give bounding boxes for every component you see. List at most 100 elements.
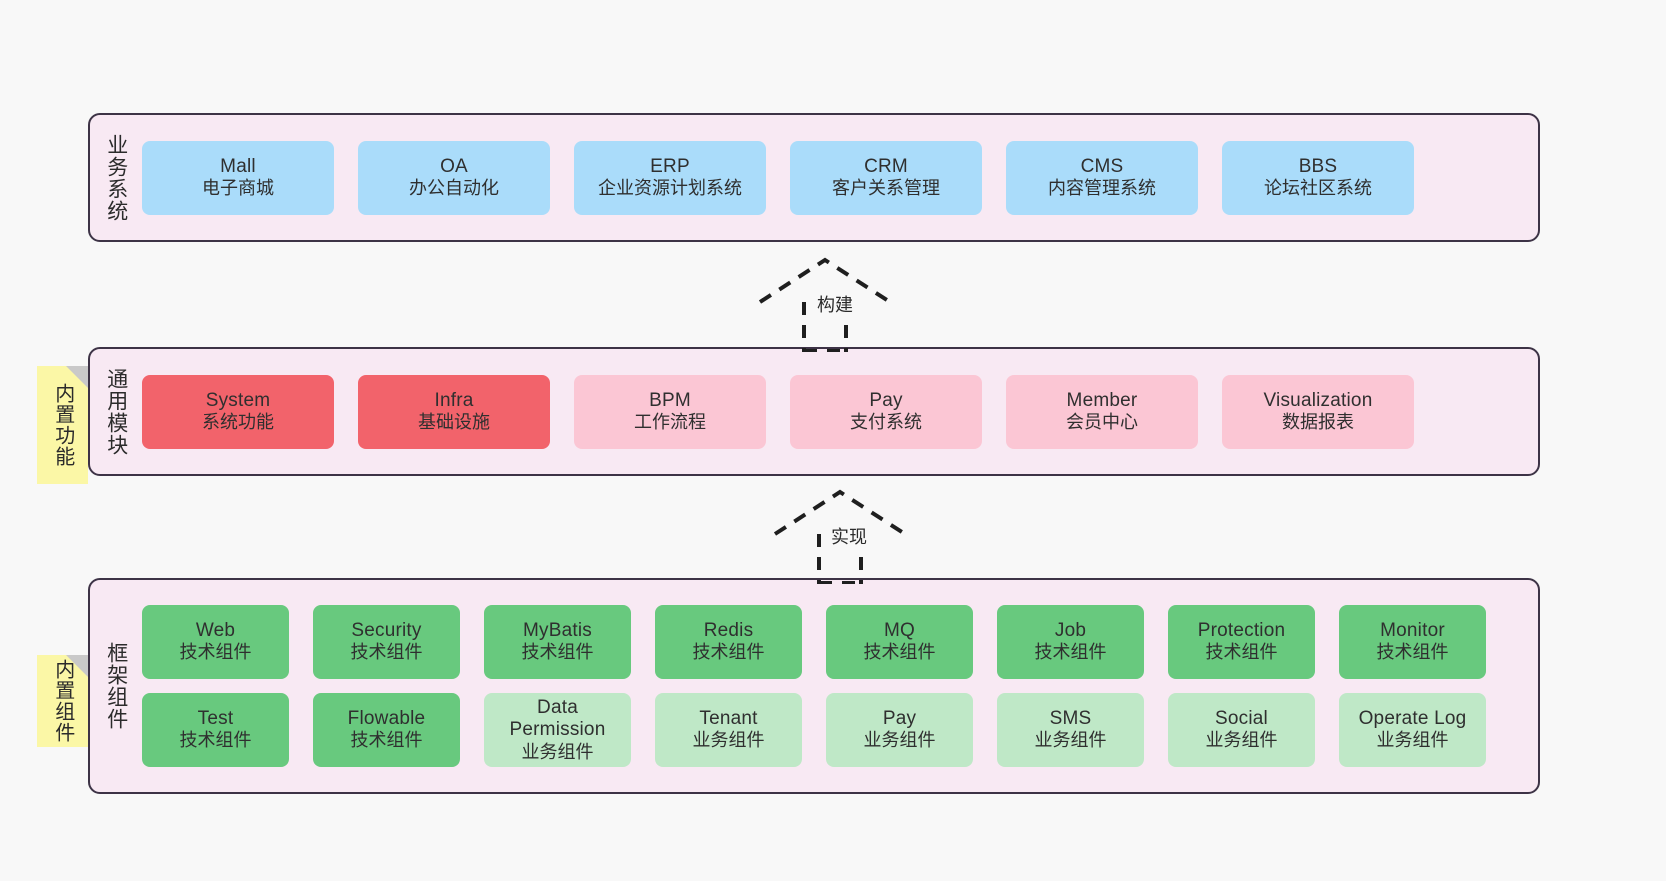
node-subtitle: 技术组件 — [179, 642, 252, 663]
node-mybatis[interactable]: MyBatis 技术组件 — [484, 605, 631, 679]
node-row: System 系统功能 Infra 基础设施 BPM 工作流程 Pay 支付系统… — [142, 374, 1524, 449]
node-data-permission[interactable]: Data Permission 业务组件 — [484, 693, 631, 767]
node-title: Flowable — [347, 708, 426, 729]
node-bpm[interactable]: BPM 工作流程 — [574, 374, 766, 449]
node-subtitle: 电子商城 — [202, 177, 274, 198]
node-mall[interactable]: Mall 电子商城 — [142, 140, 334, 215]
node-subtitle: 业务组件 — [521, 741, 594, 762]
node-title: Infra — [434, 389, 474, 411]
node-subtitle: 业务组件 — [692, 730, 765, 751]
node-subtitle: 企业资源计划系统 — [598, 177, 742, 198]
node-title: OA — [440, 155, 468, 177]
node-subtitle: 技术组件 — [1205, 642, 1278, 663]
layer-body-business-systems: Mall 电子商城 OA 办公自动化 ERP 企业资源计划系统 CRM 客户关系… — [142, 115, 1538, 240]
node-subtitle: 业务组件 — [1034, 730, 1107, 751]
node-row: Test 技术组件 Flowable 技术组件 Data Permission … — [142, 693, 1528, 767]
node-title: Data Permission — [509, 696, 606, 741]
node-title: BPM — [649, 389, 691, 411]
node-title: Monitor — [1380, 620, 1445, 641]
node-oa[interactable]: OA 办公自动化 — [358, 140, 550, 215]
node-crm[interactable]: CRM 客户关系管理 — [790, 140, 982, 215]
node-monitor[interactable]: Monitor 技术组件 — [1339, 605, 1486, 679]
node-title: Member — [1066, 389, 1138, 411]
node-subtitle: 工作流程 — [634, 411, 706, 432]
node-title: Mall — [220, 155, 256, 177]
node-title: Redis — [703, 620, 754, 641]
sticky-note-builtin-features[interactable]: 内置功能 — [37, 366, 88, 484]
node-row: Web 技术组件 Security 技术组件 MyBatis 技术组件 Redi… — [142, 605, 1528, 679]
connector-build-label: 构建 — [815, 291, 855, 317]
node-infra[interactable]: Infra 基础设施 — [358, 374, 550, 449]
node-title: System — [205, 389, 271, 411]
layer-framework-components[interactable]: 框架组件 Web 技术组件 Security 技术组件 MyBatis 技术组件… — [88, 578, 1540, 794]
node-protection[interactable]: Protection 技术组件 — [1168, 605, 1315, 679]
node-test[interactable]: Test 技术组件 — [142, 693, 289, 767]
node-subtitle: 业务组件 — [1205, 730, 1278, 751]
node-title: ERP — [650, 155, 690, 177]
node-title: Test — [197, 708, 234, 729]
node-subtitle: 技术组件 — [1376, 642, 1449, 663]
node-title: Pay — [869, 389, 903, 411]
layer-body-framework-components: Web 技术组件 Security 技术组件 MyBatis 技术组件 Redi… — [142, 580, 1538, 792]
node-subtitle: 技术组件 — [350, 642, 423, 663]
node-redis[interactable]: Redis 技术组件 — [655, 605, 802, 679]
layer-label-common-modules: 通用模块 — [104, 367, 128, 456]
node-flowable[interactable]: Flowable 技术组件 — [313, 693, 460, 767]
node-subtitle: 技术组件 — [692, 642, 765, 663]
layer-label-framework-components: 框架组件 — [104, 642, 128, 730]
node-pay-component[interactable]: Pay 业务组件 — [826, 693, 973, 767]
node-subtitle: 系统功能 — [202, 411, 274, 432]
node-system[interactable]: System 系统功能 — [142, 374, 334, 449]
sticky-note-builtin-components[interactable]: 内置组件 — [37, 655, 88, 747]
node-row: Mall 电子商城 OA 办公自动化 ERP 企业资源计划系统 CRM 客户关系… — [142, 140, 1524, 215]
node-web[interactable]: Web 技术组件 — [142, 605, 289, 679]
node-title: Visualization — [1263, 389, 1373, 411]
node-subtitle: 技术组件 — [863, 642, 936, 663]
node-subtitle: 内容管理系统 — [1048, 177, 1156, 198]
node-security[interactable]: Security 技术组件 — [313, 605, 460, 679]
node-title: Job — [1054, 620, 1087, 641]
node-subtitle: 数据报表 — [1282, 411, 1354, 432]
node-subtitle: 业务组件 — [863, 730, 936, 751]
node-title: Pay — [882, 708, 917, 729]
node-title: Web — [195, 620, 236, 641]
node-title: Tenant — [699, 708, 758, 729]
node-operate-log[interactable]: Operate Log 业务组件 — [1339, 693, 1486, 767]
node-title: Operate Log — [1358, 708, 1467, 729]
node-job[interactable]: Job 技术组件 — [997, 605, 1144, 679]
node-social[interactable]: Social 业务组件 — [1168, 693, 1315, 767]
layer-label-business-systems: 业务系统 — [104, 133, 128, 222]
layer-common-modules[interactable]: 通用模块 System 系统功能 Infra 基础设施 BPM 工作流程 Pay… — [88, 347, 1540, 476]
node-title: Protection — [1197, 620, 1286, 641]
node-erp[interactable]: ERP 企业资源计划系统 — [574, 140, 766, 215]
node-title: MQ — [883, 620, 915, 641]
node-member[interactable]: Member 会员中心 — [1006, 374, 1198, 449]
node-pay-module[interactable]: Pay 支付系统 — [790, 374, 982, 449]
node-title: SMS — [1049, 708, 1092, 729]
node-subtitle: 会员中心 — [1066, 411, 1138, 432]
node-cms[interactable]: CMS 内容管理系统 — [1006, 140, 1198, 215]
node-subtitle: 技术组件 — [350, 730, 423, 751]
node-title: CRM — [864, 155, 908, 177]
node-sms[interactable]: SMS 业务组件 — [997, 693, 1144, 767]
node-title: CMS — [1080, 155, 1124, 177]
node-mq[interactable]: MQ 技术组件 — [826, 605, 973, 679]
layer-business-systems[interactable]: 业务系统 Mall 电子商城 OA 办公自动化 ERP 企业资源计划系统 CRM… — [88, 113, 1540, 242]
node-title: Social — [1215, 708, 1268, 729]
node-subtitle: 业务组件 — [1376, 730, 1449, 751]
node-subtitle: 基础设施 — [418, 411, 490, 432]
layer-body-common-modules: System 系统功能 Infra 基础设施 BPM 工作流程 Pay 支付系统… — [142, 349, 1538, 474]
node-title: BBS — [1298, 155, 1338, 177]
node-bbs[interactable]: BBS 论坛社区系统 — [1222, 140, 1414, 215]
node-subtitle: 技术组件 — [1034, 642, 1107, 663]
node-subtitle: 技术组件 — [521, 642, 594, 663]
node-subtitle: 支付系统 — [850, 411, 922, 432]
node-tenant[interactable]: Tenant 业务组件 — [655, 693, 802, 767]
node-visualization[interactable]: Visualization 数据报表 — [1222, 374, 1414, 449]
node-title: MyBatis — [523, 620, 592, 641]
node-subtitle: 技术组件 — [179, 730, 252, 751]
node-subtitle: 客户关系管理 — [832, 177, 940, 198]
node-title: Security — [351, 620, 422, 641]
node-subtitle: 论坛社区系统 — [1264, 177, 1372, 198]
